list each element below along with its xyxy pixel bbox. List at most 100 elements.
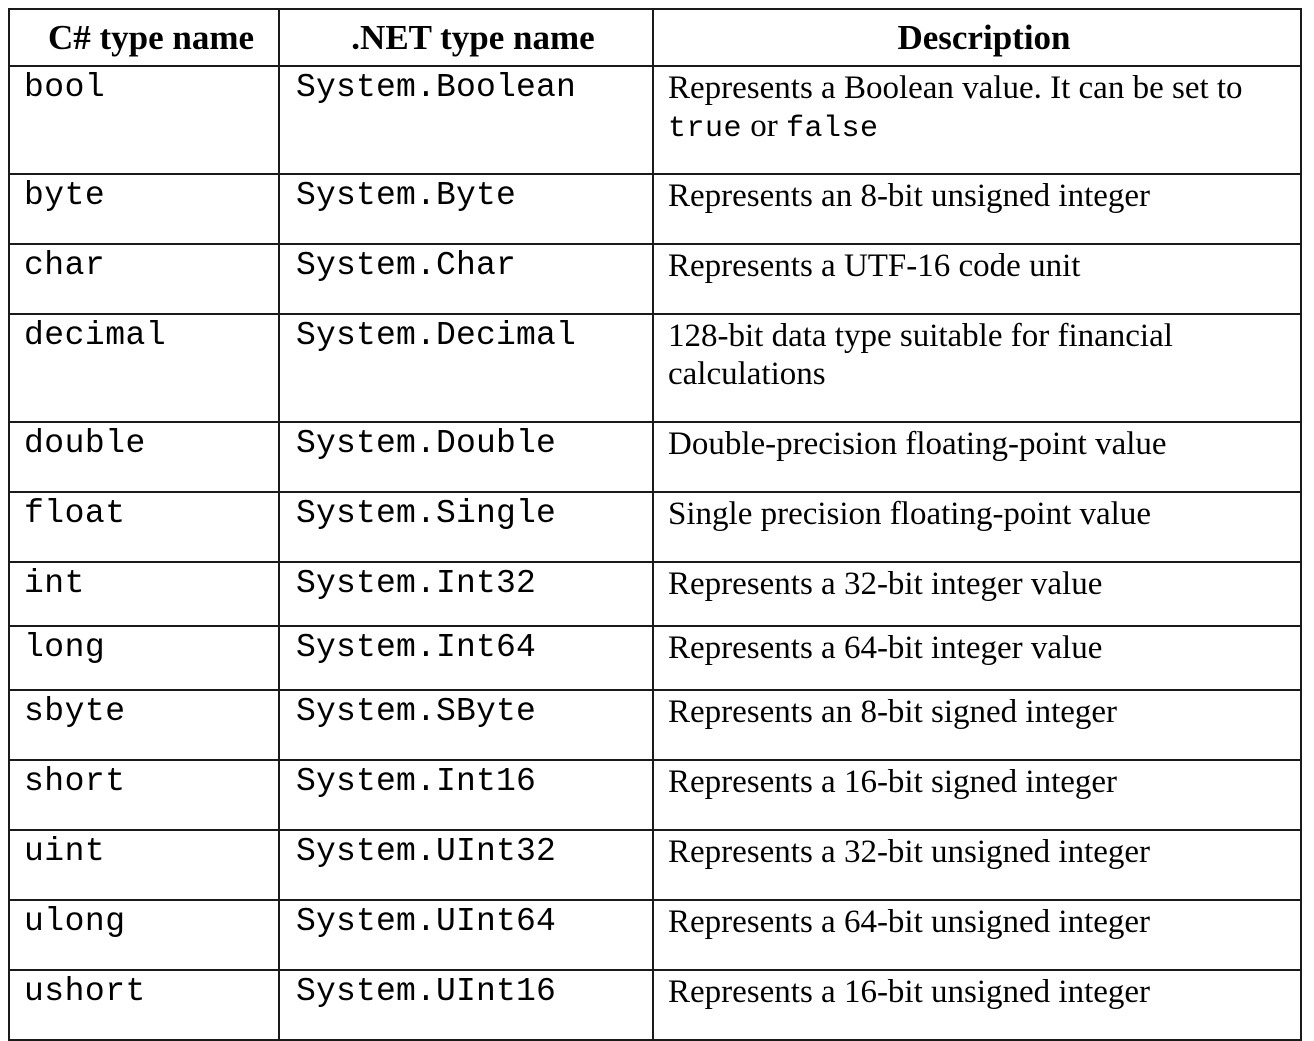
table-row: double System.Double Double-precision fl… <box>8 421 1302 493</box>
cs-type-value: sbyte <box>24 693 126 730</box>
column-header-cs-type-name-label: C# type name <box>47 18 255 57</box>
description-value: Represents a 32-bit integer value <box>668 566 1103 602</box>
description-code-true: true <box>668 112 743 147</box>
cell-cs-type: int <box>8 561 280 627</box>
description-value: 128-bit data type suitable for financial… <box>668 318 1173 393</box>
column-header-net-type-name-label: .NET type name <box>351 18 595 57</box>
description-value: Double-precision floating-point value <box>668 426 1167 462</box>
cell-cs-type: char <box>8 243 280 315</box>
description-code-false: false <box>786 112 879 147</box>
cell-cs-type: ulong <box>8 899 280 971</box>
net-type-value: System.Decimal <box>296 317 577 354</box>
net-type-value: System.Single <box>296 495 557 532</box>
cell-net-type: System.Boolean <box>278 65 654 175</box>
cell-description: Represents a 64-bit unsigned integer <box>652 899 1302 971</box>
description-value: Represents an 8-bit unsigned integer <box>668 178 1151 214</box>
table-row: decimal System.Decimal 128-bit data type… <box>8 313 1302 423</box>
cell-net-type: System.Byte <box>278 173 654 245</box>
description-value: Represents a 16-bit unsigned integer <box>668 974 1151 1010</box>
cs-type-value: ushort <box>24 973 146 1010</box>
cell-net-type: System.Char <box>278 243 654 315</box>
cell-net-type: System.Double <box>278 421 654 493</box>
description-value: Single precision floating-point value <box>668 496 1151 532</box>
cell-net-type: System.Int32 <box>278 561 654 627</box>
cell-description: Represents a Boolean value. It can be se… <box>652 65 1302 175</box>
cell-cs-type: double <box>8 421 280 493</box>
cell-description: Represents a 32-bit integer value <box>652 561 1302 627</box>
cell-net-type: System.UInt16 <box>278 969 654 1041</box>
cell-net-type: System.UInt64 <box>278 899 654 971</box>
cs-type-value: bool <box>24 69 106 106</box>
net-type-value: System.UInt32 <box>296 833 557 870</box>
cs-type-value: byte <box>24 177 106 214</box>
description-value: Represents a Boolean value. It can be se… <box>654 69 1300 147</box>
cell-cs-type: long <box>8 625 280 691</box>
table-row: int System.Int32 Represents a 32-bit int… <box>8 561 1302 627</box>
cell-description: Represents an 8-bit signed integer <box>652 689 1302 761</box>
net-type-value: System.SByte <box>296 693 537 730</box>
cell-description: 128-bit data type suitable for financial… <box>652 313 1302 423</box>
cs-type-value: uint <box>24 833 106 870</box>
net-type-value: System.Int32 <box>296 565 537 602</box>
description-value: Represents a UTF-16 code unit <box>668 248 1081 284</box>
table-row: float System.Single Single precision flo… <box>8 491 1302 563</box>
cs-type-value: int <box>24 565 85 602</box>
net-type-value: System.UInt16 <box>296 973 557 1010</box>
column-header-net-type-name: .NET type name <box>278 8 654 67</box>
net-type-value: System.Boolean <box>296 69 577 106</box>
table-header-row: C# type name .NET type name Description <box>8 8 1302 67</box>
cs-type-value: long <box>24 629 106 666</box>
cell-description: Represents an 8-bit unsigned integer <box>652 173 1302 245</box>
csharp-type-reference-table: C# type name .NET type name Description … <box>8 8 1302 1041</box>
cell-cs-type: float <box>8 491 280 563</box>
cell-net-type: System.Int64 <box>278 625 654 691</box>
table-row: short System.Int16 Represents a 16-bit s… <box>8 759 1302 831</box>
cell-cs-type: ushort <box>8 969 280 1041</box>
table-row: sbyte System.SByte Represents an 8-bit s… <box>8 689 1302 761</box>
net-type-value: System.Int16 <box>296 763 537 800</box>
cs-type-value: char <box>24 247 106 284</box>
net-type-value: System.UInt64 <box>296 903 557 940</box>
table-row: char System.Char Represents a UTF-16 cod… <box>8 243 1302 315</box>
table-row: ushort System.UInt16 Represents a 16-bit… <box>8 969 1302 1041</box>
table-row: uint System.UInt32 Represents a 32-bit u… <box>8 829 1302 901</box>
cs-type-value: double <box>24 425 146 462</box>
table-row: bool System.Boolean Represents a Boolean… <box>8 65 1302 175</box>
table-body: bool System.Boolean Represents a Boolean… <box>8 65 1302 1041</box>
description-value: Represents a 64-bit unsigned integer <box>668 904 1151 940</box>
cell-description: Represents a 16-bit unsigned integer <box>652 969 1302 1041</box>
cell-description: Represents a UTF-16 code unit <box>652 243 1302 315</box>
cs-type-value: short <box>24 763 126 800</box>
cs-type-value: float <box>24 495 126 532</box>
column-header-description: Description <box>652 8 1302 67</box>
cell-cs-type: sbyte <box>8 689 280 761</box>
table-row: byte System.Byte Represents an 8-bit uns… <box>8 173 1302 245</box>
cell-description: Represents a 64-bit integer value <box>652 625 1302 691</box>
cell-cs-type: bool <box>8 65 280 175</box>
cell-cs-type: short <box>8 759 280 831</box>
cell-cs-type: decimal <box>8 313 280 423</box>
cell-net-type: System.Single <box>278 491 654 563</box>
table-row: long System.Int64 Represents a 64-bit in… <box>8 625 1302 691</box>
description-prefix: Represents a Boolean value. It can be se… <box>668 70 1243 106</box>
table-header: C# type name .NET type name Description <box>8 8 1302 67</box>
net-type-value: System.Char <box>296 247 517 284</box>
cell-cs-type: uint <box>8 829 280 901</box>
cell-cs-type: byte <box>8 173 280 245</box>
type-table: C# type name .NET type name Description … <box>8 8 1302 1041</box>
table-row: ulong System.UInt64 Represents a 64-bit … <box>8 899 1302 971</box>
cell-description: Single precision floating-point value <box>652 491 1302 563</box>
cell-net-type: System.UInt32 <box>278 829 654 901</box>
column-header-cs-type-name: C# type name <box>8 8 280 67</box>
cell-description: Represents a 32-bit unsigned integer <box>652 829 1302 901</box>
cell-net-type: System.Int16 <box>278 759 654 831</box>
description-value: Represents a 64-bit integer value <box>668 630 1103 666</box>
net-type-value: System.Int64 <box>296 629 537 666</box>
cell-net-type: System.SByte <box>278 689 654 761</box>
description-value: Represents a 32-bit unsigned integer <box>668 834 1151 870</box>
cell-description: Represents a 16-bit signed integer <box>652 759 1302 831</box>
description-value: Represents an 8-bit signed integer <box>668 694 1118 730</box>
net-type-value: System.Double <box>296 425 557 462</box>
cs-type-value: decimal <box>24 317 167 354</box>
net-type-value: System.Byte <box>296 177 517 214</box>
